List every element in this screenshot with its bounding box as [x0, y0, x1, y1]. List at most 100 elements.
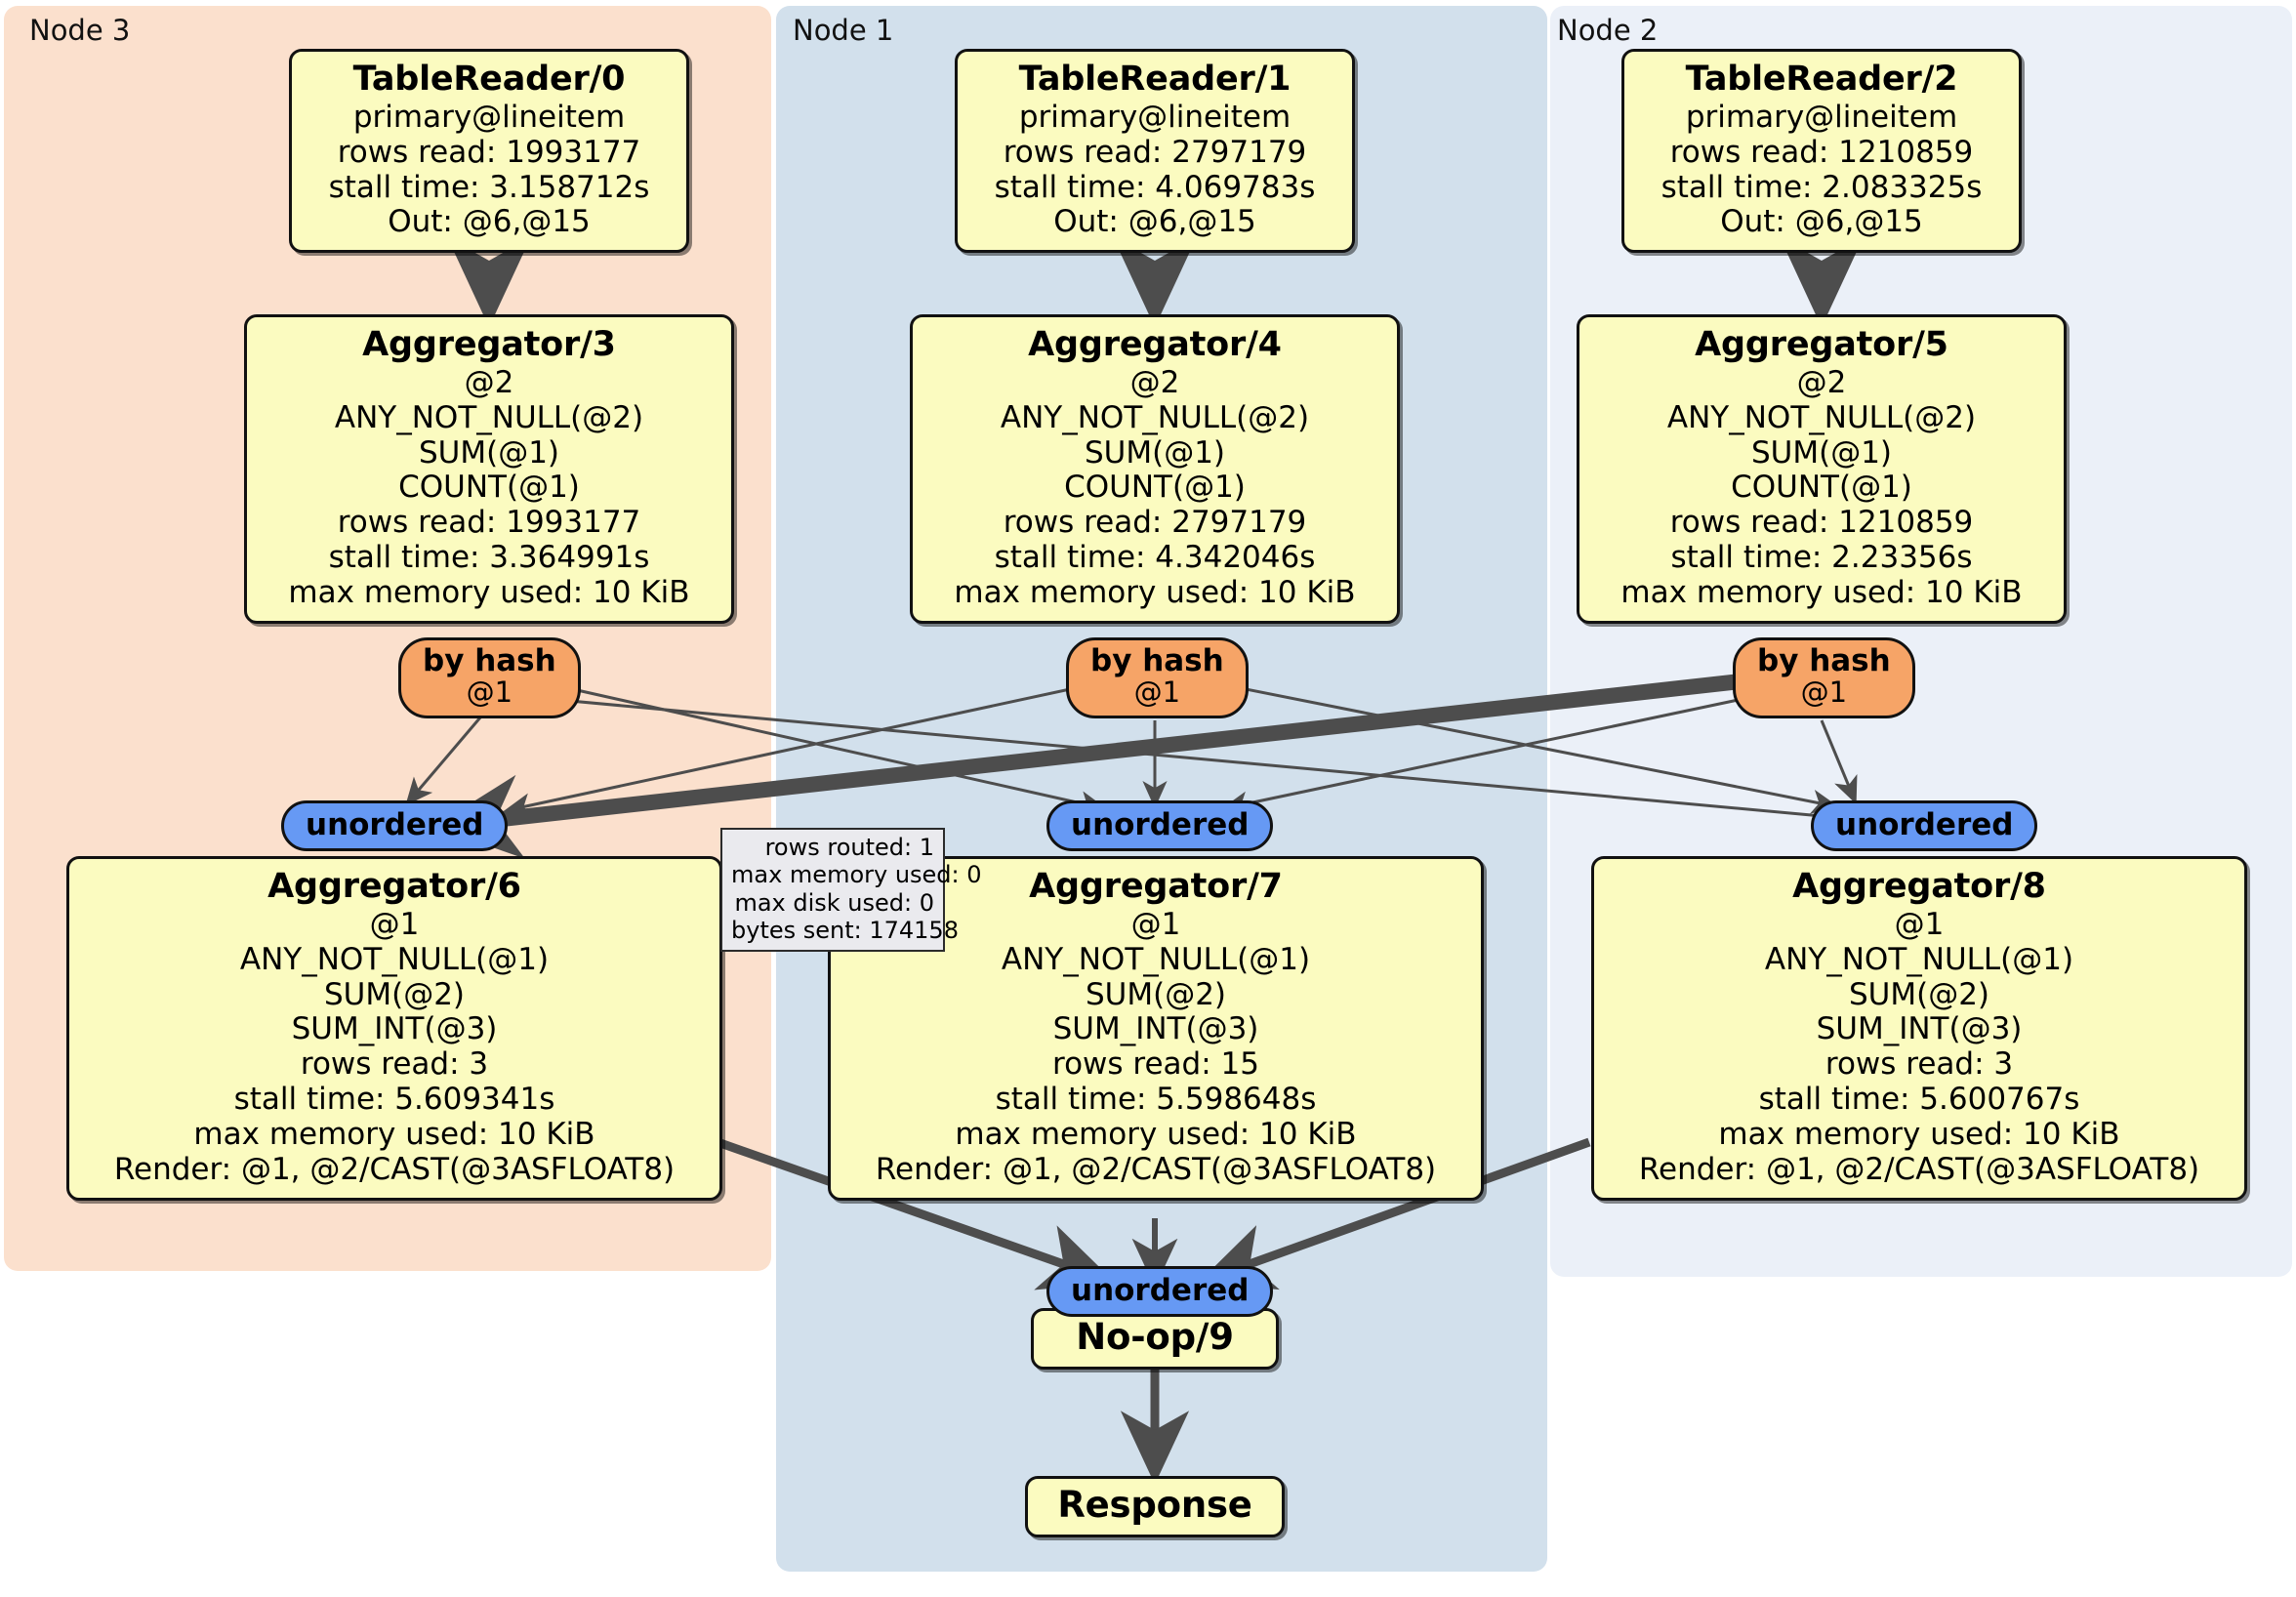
- processor-detail: @1: [1130, 906, 1181, 942]
- processor-detail: Out: @6,@15: [388, 204, 591, 240]
- processor-detail: primary@lineitem: [1018, 99, 1292, 135]
- processor-detail: SUM(@2): [1085, 976, 1227, 1012]
- processor-detail: ANY_NOT_NULL(@1): [1764, 941, 2074, 977]
- processor-detail: primary@lineitem: [1685, 99, 1958, 135]
- router-column: @1: [466, 676, 513, 710]
- processor-tablereader-0[interactable]: TableReader/0 primary@lineitem rows read…: [289, 49, 689, 254]
- processor-detail: max memory used: 10 KiB: [1718, 1117, 2120, 1153]
- processor-detail: rows read: 2797179: [1003, 505, 1307, 541]
- processor-detail: SUM(@1): [1750, 434, 1893, 471]
- processor-detail: max memory used: 10 KiB: [954, 575, 1356, 611]
- processor-detail: rows read: 1210859: [1669, 134, 1974, 170]
- processor-detail: rows read: 15: [1052, 1046, 1259, 1083]
- synchronizer-label: unordered: [1071, 807, 1250, 842]
- processor-detail: stall time: 5.609341s: [233, 1082, 555, 1118]
- router-by-hash-right[interactable]: by hash @1: [1733, 637, 1915, 718]
- processor-detail: stall time: 2.23356s: [1670, 540, 1973, 576]
- stat-line: bytes sent: 174158: [731, 916, 959, 944]
- stat-line: max disk used: 0: [734, 888, 934, 917]
- router-title: by hash: [1090, 643, 1224, 678]
- processor-detail: COUNT(@1): [1731, 470, 1912, 506]
- processor-detail: SUM_INT(@3): [291, 1011, 498, 1047]
- stat-line: rows routed: 1: [764, 834, 934, 861]
- processor-detail: rows read: 1210859: [1669, 505, 1974, 541]
- cluster-label-node2: Node 2: [1557, 14, 1659, 47]
- processor-detail: ANY_NOT_NULL(@1): [1001, 941, 1311, 977]
- stat-line: max memory used: 0: [731, 861, 982, 889]
- processor-detail: SUM(@1): [418, 434, 560, 471]
- processor-detail: SUM(@2): [323, 976, 466, 1012]
- router-by-hash-center[interactable]: by hash @1: [1066, 637, 1249, 718]
- processor-detail: stall time: 4.069783s: [994, 169, 1316, 205]
- processor-aggregator-8[interactable]: Aggregator/8 @1 ANY_NOT_NULL(@1) SUM(@2)…: [1591, 856, 2247, 1202]
- processor-title: Aggregator/7: [1029, 867, 1283, 906]
- router-title: by hash: [423, 643, 556, 678]
- processor-title: Aggregator/5: [1695, 325, 1948, 364]
- processor-detail: ANY_NOT_NULL(@2): [1000, 399, 1310, 435]
- synchronizer-unordered-right[interactable]: unordered: [1811, 800, 2038, 851]
- processor-detail: @2: [1796, 364, 1847, 400]
- processor-detail: max memory used: 10 KiB: [1620, 575, 2023, 611]
- cluster-label-node1: Node 1: [793, 14, 894, 47]
- router-by-hash-left[interactable]: by hash @1: [398, 637, 581, 718]
- processor-detail: SUM(@2): [1848, 976, 1990, 1012]
- edge-stats-box: rows routed: 1 max memory used: 0 max di…: [720, 828, 982, 953]
- processor-detail: rows read: 3: [1824, 1046, 2014, 1083]
- processor-detail: SUM(@1): [1084, 434, 1226, 471]
- processor-title: Aggregator/8: [1792, 867, 2046, 906]
- processor-aggregator-3[interactable]: Aggregator/3 @2 ANY_NOT_NULL(@2) SUM(@1)…: [244, 314, 734, 625]
- processor-aggregator-4[interactable]: Aggregator/4 @2 ANY_NOT_NULL(@2) SUM(@1)…: [910, 314, 1400, 625]
- synchronizer-unordered-final[interactable]: unordered: [1046, 1266, 1274, 1317]
- processor-detail: @2: [464, 364, 514, 400]
- processor-detail: stall time: 3.158712s: [328, 169, 650, 205]
- processor-detail: rows read: 2797179: [1003, 134, 1307, 170]
- processor-aggregator-6[interactable]: Aggregator/6 @1 ANY_NOT_NULL(@1) SUM(@2)…: [66, 856, 722, 1202]
- processor-detail: stall time: 5.598648s: [995, 1082, 1317, 1118]
- router-column: @1: [1133, 676, 1181, 710]
- processor-title: Aggregator/6: [267, 867, 521, 906]
- processor-detail: COUNT(@1): [1064, 470, 1246, 506]
- processor-detail: max memory used: 10 KiB: [193, 1117, 595, 1153]
- processor-detail: SUM_INT(@3): [1816, 1011, 2023, 1047]
- processor-title: TableReader/0: [352, 60, 626, 99]
- processor-detail: stall time: 2.083325s: [1660, 169, 1983, 205]
- processor-detail: rows read: 1993177: [337, 505, 641, 541]
- synchronizer-label: unordered: [306, 807, 484, 842]
- processor-response[interactable]: Response: [1025, 1476, 1285, 1537]
- processor-title: Response: [1057, 1484, 1252, 1526]
- processor-detail: stall time: 3.364991s: [328, 540, 650, 576]
- processor-tablereader-2[interactable]: TableReader/2 primary@lineitem rows read…: [1621, 49, 2022, 254]
- synchronizer-label: unordered: [1835, 807, 2014, 842]
- processor-title: TableReader/1: [1018, 60, 1292, 99]
- processor-detail: rows read: 3: [300, 1046, 489, 1083]
- processor-title: TableReader/2: [1685, 60, 1958, 99]
- processor-detail: Out: @6,@15: [1720, 204, 1923, 240]
- processor-detail: rows read: 1993177: [337, 134, 641, 170]
- processor-noop-9[interactable]: No-op/9: [1031, 1308, 1279, 1370]
- synchronizer-unordered-center[interactable]: unordered: [1046, 800, 1274, 851]
- synchronizer-unordered-left[interactable]: unordered: [281, 800, 509, 851]
- processor-detail: Render: @1, @2/CAST(@3ASFLOAT8): [875, 1152, 1437, 1188]
- processor-detail: @1: [369, 906, 420, 942]
- processor-tablereader-1[interactable]: TableReader/1 primary@lineitem rows read…: [955, 49, 1355, 254]
- processor-detail: max memory used: 10 KiB: [955, 1117, 1357, 1153]
- processor-aggregator-5[interactable]: Aggregator/5 @2 ANY_NOT_NULL(@2) SUM(@1)…: [1577, 314, 2067, 625]
- processor-detail: stall time: 5.600767s: [1758, 1082, 2080, 1118]
- processor-detail: ANY_NOT_NULL(@1): [239, 941, 550, 977]
- processor-detail: ANY_NOT_NULL(@2): [334, 399, 644, 435]
- processor-detail: Render: @1, @2/CAST(@3ASFLOAT8): [113, 1152, 676, 1188]
- processor-title: No-op/9: [1076, 1316, 1234, 1358]
- processor-detail: max memory used: 10 KiB: [288, 575, 690, 611]
- cluster-label-node3: Node 3: [29, 14, 131, 47]
- processor-detail: @2: [1129, 364, 1180, 400]
- synchronizer-label: unordered: [1071, 1273, 1250, 1308]
- processor-title: Aggregator/3: [362, 325, 616, 364]
- processor-detail: primary@lineitem: [352, 99, 626, 135]
- router-title: by hash: [1757, 643, 1891, 678]
- processor-detail: @1: [1894, 906, 1945, 942]
- processor-title: Aggregator/4: [1028, 325, 1282, 364]
- processor-detail: SUM_INT(@3): [1052, 1011, 1259, 1047]
- processor-detail: ANY_NOT_NULL(@2): [1666, 399, 1977, 435]
- processor-detail: COUNT(@1): [398, 470, 580, 506]
